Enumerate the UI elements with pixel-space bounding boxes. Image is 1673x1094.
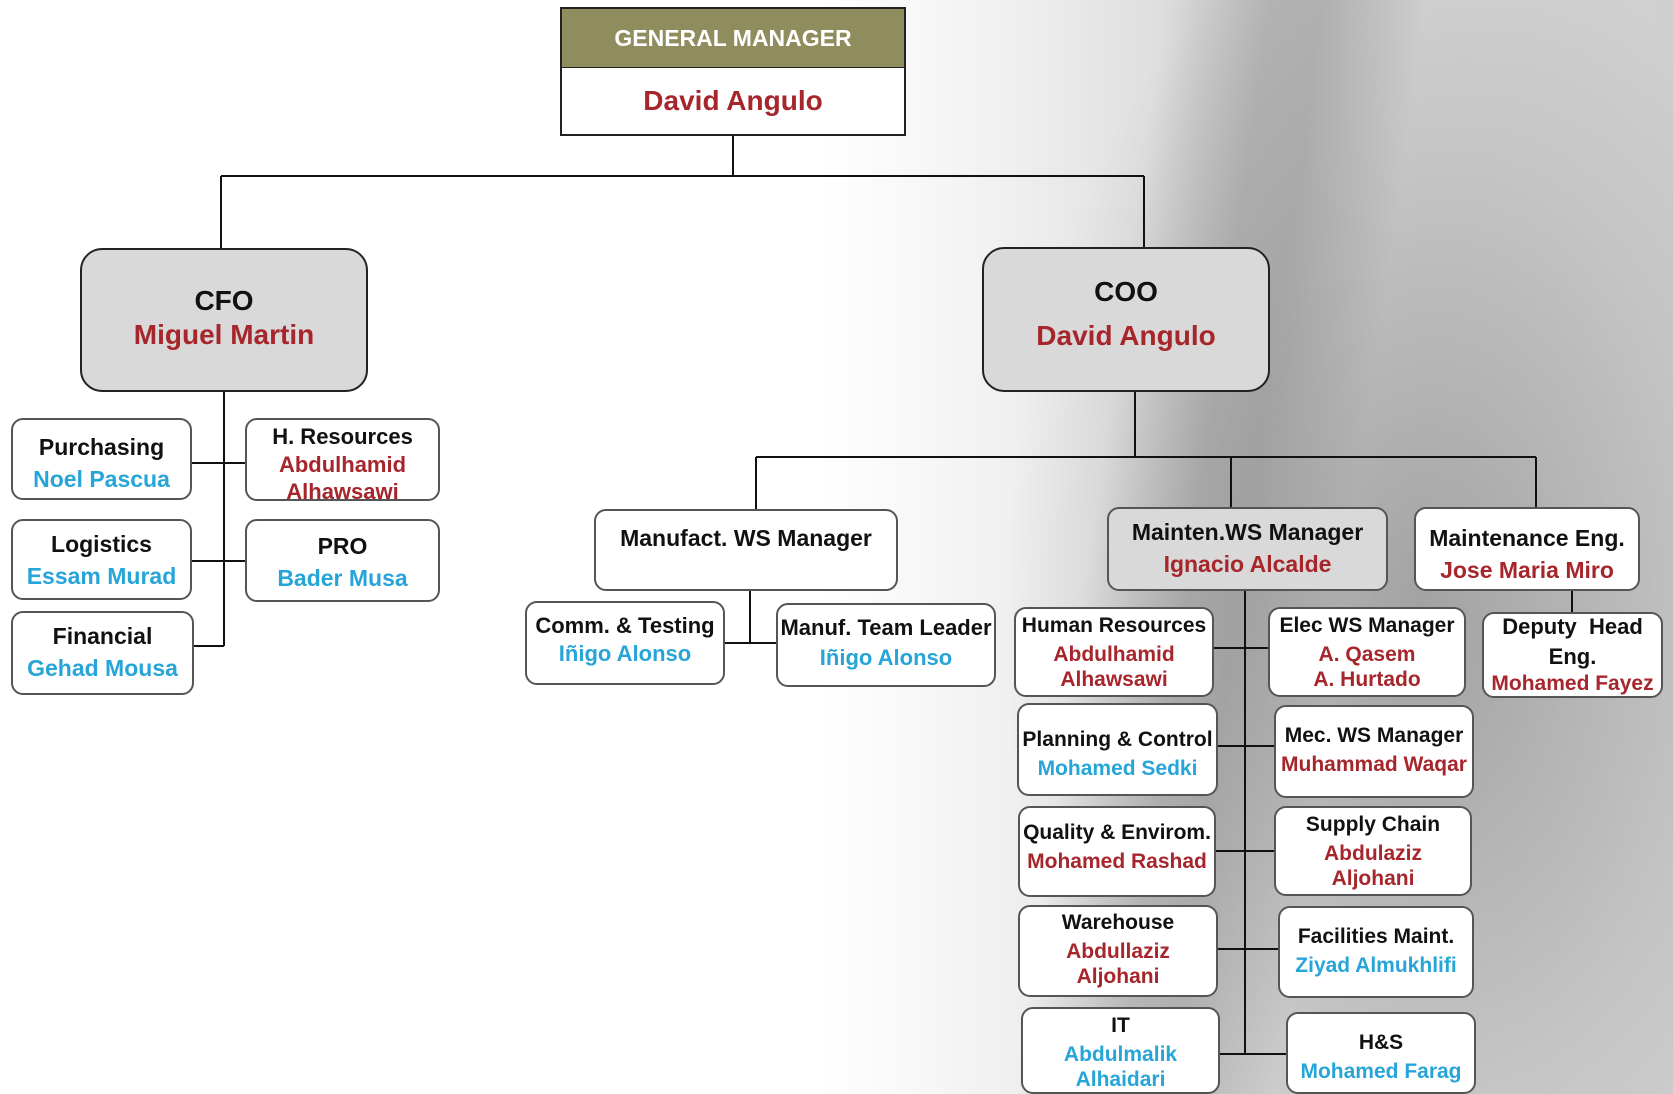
coo-box[interactable]: COO David Angulo bbox=[982, 247, 1270, 392]
comm-testing-box[interactable]: Comm. & Testing Iñigo Alonso bbox=[525, 601, 725, 685]
mec-ws-name: Muhammad Waqar bbox=[1281, 753, 1467, 777]
planning-name: Mohamed Sedki bbox=[1037, 757, 1198, 781]
mec-ws-manager-box[interactable]: Mec. WS Manager Muhammad Waqar bbox=[1274, 705, 1474, 798]
human-resources-title: Human Resources bbox=[1021, 614, 1207, 637]
comm-testing-title: Comm. & Testing bbox=[535, 613, 715, 638]
coo-title: COO bbox=[1094, 276, 1158, 307]
planning-title: Planning & Control bbox=[1022, 728, 1213, 751]
cfo-box[interactable]: CFO Miguel Martin bbox=[80, 248, 368, 392]
it-box[interactable]: IT Abdulmalik Alhaidari bbox=[1021, 1007, 1220, 1094]
pro-name: Bader Musa bbox=[277, 564, 408, 591]
maintenance-eng-title: Maintenance Eng. bbox=[1429, 525, 1625, 551]
h-resources-title: H. Resources bbox=[272, 424, 413, 449]
manuf-team-leader-title: Manuf. Team Leader bbox=[780, 615, 992, 640]
quality-title: Quality & Envirom. bbox=[1023, 821, 1211, 844]
financial-name: Gehad Mousa bbox=[27, 654, 178, 681]
financial-title: Financial bbox=[52, 623, 153, 649]
facilities-name: Ziyad Almukhlifi bbox=[1295, 954, 1457, 978]
deputy-head-name: Mohamed Fayez bbox=[1491, 671, 1654, 695]
quality-envirom-box[interactable]: Quality & Envirom. Mohamed Rashad bbox=[1018, 806, 1216, 897]
manufact-ws-manager-box[interactable]: Manufact. WS Manager bbox=[594, 509, 898, 591]
logistics-box[interactable]: Logistics Essam Murad bbox=[11, 519, 192, 600]
elec-ws-name1: A. Qasem bbox=[1318, 643, 1416, 667]
h-resources-box[interactable]: H. Resources Abdulhamid Alhawsawi bbox=[245, 418, 440, 501]
it-title: IT bbox=[1111, 1014, 1130, 1037]
facilities-maint-box[interactable]: Facilities Maint. Ziyad Almukhlifi bbox=[1278, 906, 1474, 998]
quality-name: Mohamed Rashad bbox=[1027, 850, 1207, 874]
pro-box[interactable]: PRO Bader Musa bbox=[245, 519, 440, 602]
warehouse-name2: Aljohani bbox=[1076, 965, 1160, 989]
hs-title: H&S bbox=[1358, 1031, 1404, 1054]
supply-chain-name1: Abdulaziz bbox=[1324, 842, 1422, 866]
deputy-head-eng-box[interactable]: Deputy Head Eng. Mohamed Fayez bbox=[1482, 612, 1663, 698]
supply-chain-box[interactable]: Supply Chain Abdulaziz Aljohani bbox=[1274, 806, 1472, 896]
general-manager-title: GENERAL MANAGER bbox=[560, 7, 906, 69]
comm-testing-name: Iñigo Alonso bbox=[558, 641, 692, 667]
hs-name: Mohamed Farag bbox=[1300, 1060, 1462, 1084]
hs-box[interactable]: H&S Mohamed Farag bbox=[1286, 1012, 1476, 1094]
purchasing-name: Noel Pascua bbox=[33, 465, 170, 492]
cfo-name: Miguel Martin bbox=[133, 318, 315, 350]
h-resources-name2: Alhawsawi bbox=[286, 478, 399, 501]
it-name2: Alhaidari bbox=[1075, 1068, 1166, 1092]
supply-chain-name2: Aljohani bbox=[1331, 867, 1415, 891]
deputy-head-title1: Deputy Head bbox=[1502, 614, 1643, 639]
purchasing-title: Purchasing bbox=[38, 434, 165, 460]
h-resources-name1: Abdulhamid bbox=[278, 452, 407, 478]
supply-chain-title: Supply Chain bbox=[1305, 813, 1441, 836]
deputy-head-title2: Eng. bbox=[1548, 644, 1597, 670]
it-name1: Abdulmalik bbox=[1063, 1043, 1178, 1067]
elec-ws-manager-box[interactable]: Elec WS Manager A. Qasem A. Hurtado bbox=[1268, 607, 1466, 697]
purchasing-box[interactable]: Purchasing Noel Pascua bbox=[11, 418, 192, 500]
human-resources-name1: Abdulhamid bbox=[1053, 643, 1175, 667]
general-manager-name: David Angulo bbox=[560, 68, 906, 136]
manuf-team-leader-box[interactable]: Manuf. Team Leader Iñigo Alonso bbox=[776, 603, 996, 687]
maintenance-eng-name: Jose Maria Miro bbox=[1440, 556, 1614, 583]
planning-control-box[interactable]: Planning & Control Mohamed Sedki bbox=[1017, 703, 1218, 796]
mainten-ws-manager-box[interactable]: Mainten.WS Manager Ignacio Alcalde bbox=[1107, 507, 1388, 591]
maintenance-eng-box[interactable]: Maintenance Eng. Jose Maria Miro bbox=[1414, 507, 1640, 591]
logistics-title: Logistics bbox=[51, 531, 152, 557]
warehouse-box[interactable]: Warehouse Abdullaziz Aljohani bbox=[1018, 905, 1218, 997]
warehouse-title: Warehouse bbox=[1061, 911, 1175, 934]
manufact-title: Manufact. WS Manager bbox=[620, 525, 872, 551]
pro-title: PRO bbox=[317, 533, 368, 559]
manuf-team-leader-name: Iñigo Alonso bbox=[819, 645, 953, 671]
human-resources-name2: Alhawsawi bbox=[1060, 668, 1168, 692]
elec-ws-title: Elec WS Manager bbox=[1279, 614, 1455, 637]
warehouse-name1: Abdullaziz bbox=[1066, 940, 1170, 964]
financial-box[interactable]: Financial Gehad Mousa bbox=[11, 611, 194, 695]
human-resources-box[interactable]: Human Resources Abdulhamid Alhawsawi bbox=[1014, 607, 1214, 697]
mec-ws-title: Mec. WS Manager bbox=[1284, 724, 1464, 747]
mainten-title: Mainten.WS Manager bbox=[1131, 519, 1364, 545]
mainten-name: Ignacio Alcalde bbox=[1163, 550, 1332, 577]
elec-ws-name2: A. Hurtado bbox=[1313, 668, 1421, 692]
facilities-title: Facilities Maint. bbox=[1297, 925, 1455, 948]
logistics-name: Essam Murad bbox=[26, 562, 177, 589]
cfo-title: CFO bbox=[194, 285, 254, 316]
coo-name: David Angulo bbox=[1036, 319, 1216, 351]
